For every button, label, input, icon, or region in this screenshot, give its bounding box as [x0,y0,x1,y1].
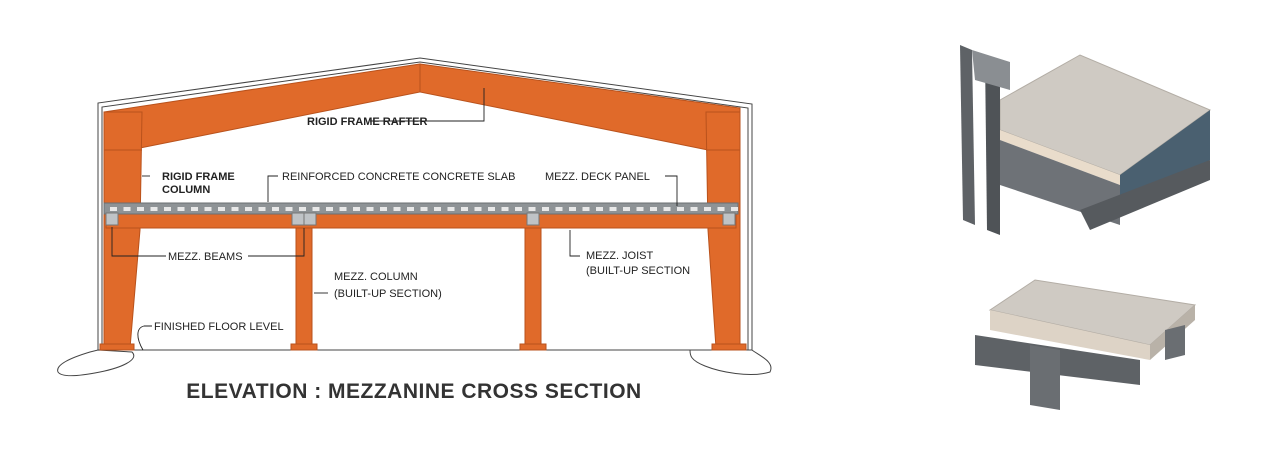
label-mezz-column-2: (BUILT-UP SECTION) [334,288,442,300]
deck-flute [555,207,563,211]
mezz-joist [105,212,737,229]
deck-flute [258,207,266,211]
deck-flute [515,207,522,211]
deck-panel [110,207,738,211]
deck-flute [245,207,252,211]
mezzanine-connection-3d-top [960,45,1212,235]
deck-flute [488,207,495,211]
diagram-title: ELEVATION : MEZZANINE CROSS SECTION [186,380,641,403]
deck-flute [596,207,603,211]
deck-flute [677,207,684,211]
deck-flute [650,207,657,211]
deck-flute [636,207,644,211]
deck-flute [434,207,441,211]
deck-flute [312,207,320,211]
mezz-beams [105,212,736,226]
deck-flute [285,207,293,211]
deck-flute [447,207,455,211]
deck-flute [150,207,158,211]
deck-flute [569,207,576,211]
deck-flute [717,207,725,211]
deck-flute [501,207,509,211]
deck-flute [420,207,428,211]
deck-flute [218,207,225,211]
deck-flute [272,207,279,211]
deck-flute [110,207,117,211]
deck-flute [407,207,414,211]
deck-flute [731,207,738,211]
building-outline [97,57,753,350]
mezzanine [103,202,739,351]
rigid-frame-rafter [103,63,741,151]
label-joist: MEZZ. JOIST [586,250,654,262]
label-column: RIGID FRAME [162,171,235,183]
label-deck: MEZZ. DECK PANEL [545,171,650,183]
deck-flute [663,207,671,211]
deck-flute [609,207,617,211]
rigid-frame-column [99,64,747,351]
label-rafter: RIGID FRAME RAFTER [307,116,427,128]
deck-flute [380,207,387,211]
deck-flute [299,207,306,211]
deck-flute [528,207,536,211]
deck-flute [353,207,360,211]
deck-flute [704,207,711,211]
deck-flute [177,207,185,211]
deck-flute [164,207,171,211]
deck-flute [137,207,144,211]
deck-flute [461,207,468,211]
ground [57,349,772,377]
label-joist-2: (BUILT-UP SECTION [586,265,690,277]
deck-flute [326,207,333,211]
label-mezz-column: MEZZ. COLUMN [334,271,418,283]
deck-flute [623,207,630,211]
deck-flute [123,207,131,211]
deck-flute [690,207,698,211]
deck-flute [474,207,482,211]
label-slab: REINFORCED CONCRETE CONCRETE SLAB [282,171,515,183]
deck-flute [366,207,374,211]
label-floor: FINISHED FLOOR LEVEL [154,321,284,333]
deck-flute [204,207,212,211]
mezzanine-connection-3d-bottom [975,279,1197,410]
deck-flute [231,207,239,211]
deck-flute [582,207,590,211]
label-beams: MEZZ. BEAMS [168,251,243,263]
deck-flute [393,207,401,211]
deck-flute [191,207,198,211]
leader-lines [111,88,678,351]
label-column-2: COLUMN [162,184,210,196]
deck-flute [339,207,347,211]
deck-flute [542,207,549,211]
